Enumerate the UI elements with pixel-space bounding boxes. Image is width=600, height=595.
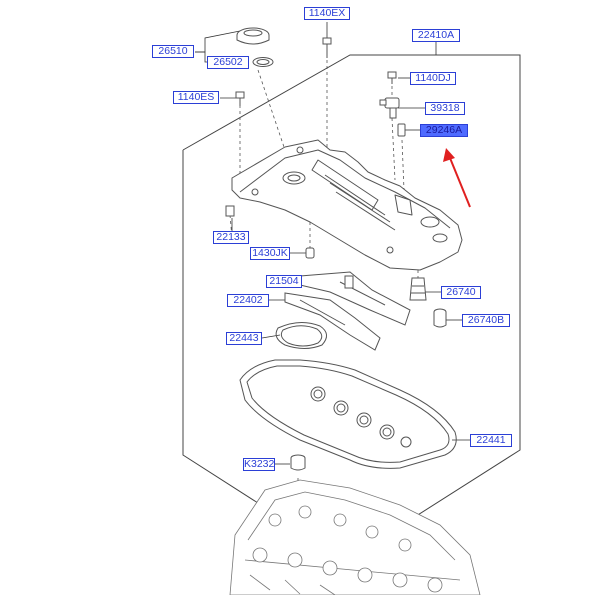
cover-gasket-22441 [239, 359, 457, 469]
part-label-22443[interactable]: 22443 [226, 332, 262, 345]
part-label-39318[interactable]: 39318 [425, 102, 465, 115]
baffle-plate-22402 [284, 292, 381, 351]
filler-cap-seal [252, 57, 274, 67]
part-label-1140ES[interactable]: 1140ES [173, 91, 219, 104]
part-label-26740[interactable]: 26740 [441, 286, 481, 299]
part-label-22410A[interactable]: 22410A [412, 29, 460, 42]
part-label-1140EX[interactable]: 1140EX [304, 7, 350, 20]
assembly-frame [182, 54, 521, 561]
part-label-K3232[interactable]: K3232 [243, 458, 275, 471]
highlight-arrow [443, 148, 471, 208]
cam-position-sensor [379, 97, 400, 119]
baffle-plate-21504 [299, 271, 411, 326]
cylinder-head [229, 479, 481, 595]
part-label-26510[interactable]: 26510 [152, 45, 194, 58]
pcv-grommet [433, 308, 447, 328]
part-label-22402[interactable]: 22402 [227, 294, 269, 307]
part-label-26502[interactable]: 26502 [207, 56, 249, 69]
part-label-29246A-highlighted[interactable]: 29246A [420, 124, 468, 137]
part-label-21504[interactable]: 21504 [266, 275, 302, 288]
seal-k3232 [290, 454, 306, 471]
part-label-1140DJ[interactable]: 1140DJ [410, 72, 456, 85]
bolt-1140ES [235, 91, 245, 106]
plug-22133 [225, 205, 235, 217]
sensor-o-ring [397, 123, 406, 137]
seal-22443 [275, 322, 327, 349]
part-label-22441[interactable]: 22441 [470, 434, 512, 447]
pcv-valve [409, 277, 427, 301]
part-label-26740B[interactable]: 26740B [462, 314, 510, 327]
cylinder-head-cover [231, 139, 463, 271]
oil-filler-cap [236, 27, 270, 45]
part-label-22133[interactable]: 22133 [213, 231, 249, 244]
bolt-1140DJ [387, 71, 397, 84]
plug-1430JK [305, 247, 315, 259]
bolt-1140EX [322, 37, 332, 58]
part-label-1430JK[interactable]: 1430JK [250, 247, 290, 260]
